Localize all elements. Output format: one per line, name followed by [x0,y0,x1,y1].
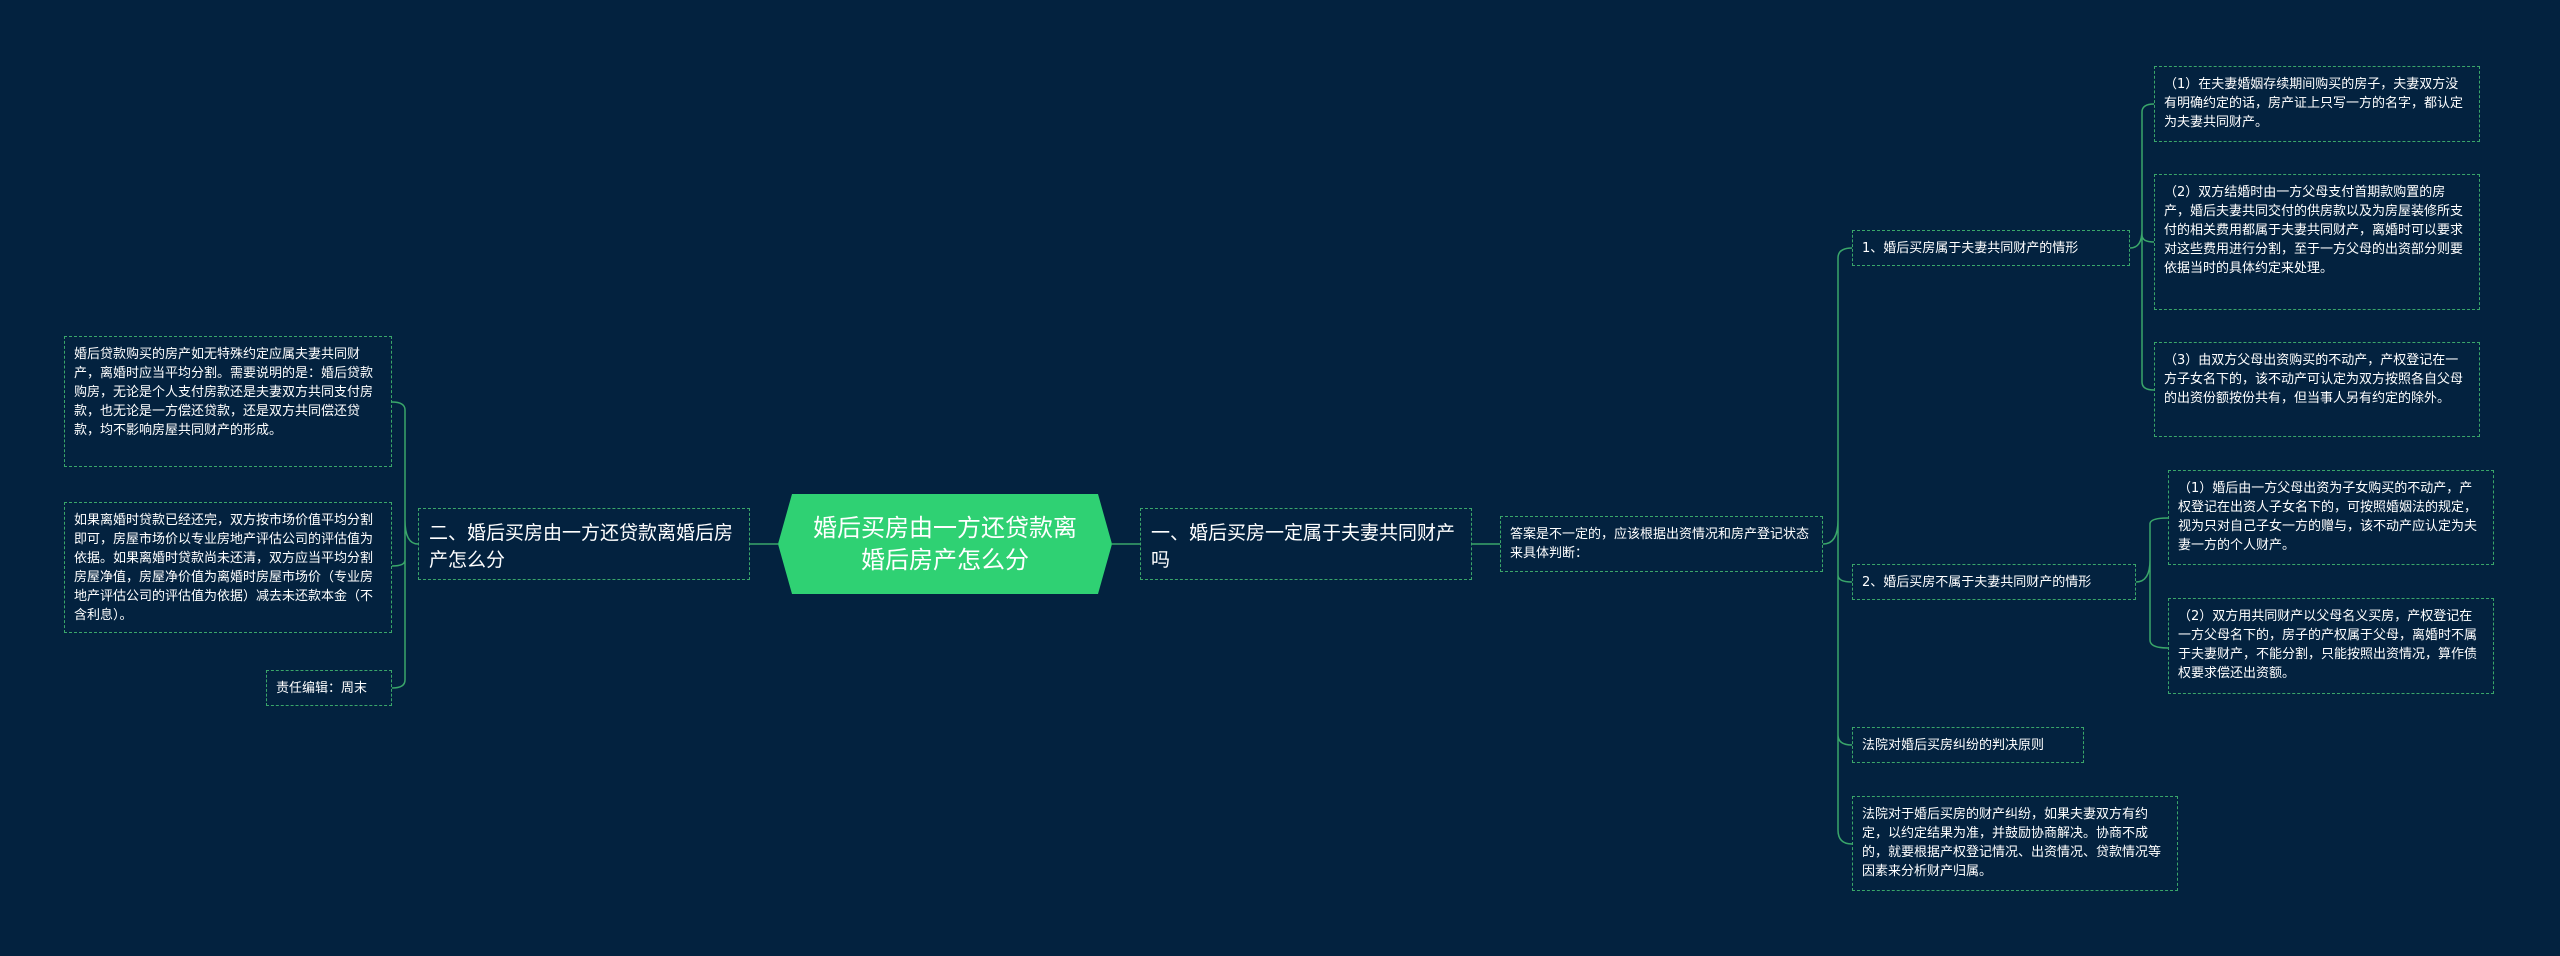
branch-right-label: 一、婚后买房一定属于夫妻共同财产吗 [1151,522,1456,571]
sub2-item-1[interactable]: （1）婚后由一方父母出资为子女购买的不动产，产权登记在出资人子女名下的，可按照婚… [2168,470,2494,565]
court-label: 法院对婚后买房纠纷的判决原则 [1862,738,2045,753]
sub1-item-3[interactable]: （3）由双方父母出资购买的不动产，产权登记在一方子女名下的，该不动产可认定为双方… [2154,342,2480,437]
sub1-node[interactable]: 1、婚后买房属于夫妻共同财产的情形 [1852,230,2130,266]
link-left-notes [391,401,419,689]
answer-text: 答案是不一定的，应该根据出资情况和房产登记状态来具体判断： [1510,527,1810,561]
sub2-node[interactable]: 2、婚后买房不属于夫妻共同财产的情形 [1852,564,2136,600]
sub1-item-2-text: （2）双方结婚时由一方父母支付首期款购置的房产，婚后夫妻共同交付的供房款以及为房… [2164,185,2464,276]
sub1-label: 1、婚后买房属于夫妻共同财产的情形 [1862,241,2079,256]
root-topic[interactable]: 婚后买房由一方还贷款离婚后房产怎么分 [778,494,1112,594]
sub2-item-1-text: （1）婚后由一方父母出资为子女购买的不动产，产权登记在出资人子女名下的，可按照婚… [2178,481,2478,553]
link-answer-subs [1822,247,1853,845]
court-text-node[interactable]: 法院对于婚后买房的财产纠纷，如果夫妻双方有约定，以约定结果为准，并鼓励协商解决。… [1852,796,2178,891]
court-text: 法院对于婚后买房的财产纠纷，如果夫妻双方有约定，以约定结果为准，并鼓励协商解决。… [1862,807,2162,879]
note-left-editor-text: 责任编辑：周末 [276,681,368,696]
sub2-item-2[interactable]: （2）双方用共同财产以父母名义买房，产权登记在一方父母名下的，房子的产权属于父母… [2168,598,2494,694]
branch-left-label: 二、婚后买房由一方还贷款离婚后房产怎么分 [429,522,734,571]
answer-node[interactable]: 答案是不一定的，应该根据出资情况和房产登记状态来具体判断： [1500,516,1823,572]
branch-left[interactable]: 二、婚后买房由一方还贷款离婚后房产怎么分 [418,508,750,580]
sub1-item-1-text: （1）在夫妻婚姻存续期间购买的房子，夫妻双方没有明确约定的话，房产证上只写一方的… [2164,77,2464,130]
sub2-item-2-text: （2）双方用共同财产以父母名义买房，产权登记在一方父母名下的，房子的产权属于父母… [2178,609,2478,681]
note-left-1[interactable]: 婚后贷款购买的房产如无特殊约定应属夫妻共同财产，离婚时应当平均分割。需要说明的是… [64,336,392,467]
sub1-item-3-text: （3）由双方父母出资购买的不动产，产权登记在一方子女名下的，该不动产可认定为双方… [2164,353,2464,406]
court-label-node[interactable]: 法院对婚后买房纠纷的判决原则 [1852,727,2084,763]
link-sub2-items [2135,517,2169,649]
root-title: 婚后买房由一方还贷款离婚后房产怎么分 [813,514,1077,574]
link-sub1-items [2129,103,2155,391]
note-left-editor[interactable]: 责任编辑：周末 [266,670,392,706]
note-left-1-text: 婚后贷款购买的房产如无特殊约定应属夫妻共同财产，离婚时应当平均分割。需要说明的是… [74,347,374,438]
sub1-item-2[interactable]: （2）双方结婚时由一方父母支付首期款购置的房产，婚后夫妻共同交付的供房款以及为房… [2154,174,2480,310]
branch-right[interactable]: 一、婚后买房一定属于夫妻共同财产吗 [1140,508,1472,580]
note-left-2[interactable]: 如果离婚时贷款已经还完，双方按市场价值平均分割即可，房屋市场价以专业房地产评估公… [64,502,392,633]
note-left-2-text: 如果离婚时贷款已经还完，双方按市场价值平均分割即可，房屋市场价以专业房地产评估公… [74,513,374,623]
sub1-item-1[interactable]: （1）在夫妻婚姻存续期间购买的房子，夫妻双方没有明确约定的话，房产证上只写一方的… [2154,66,2480,142]
sub2-label: 2、婚后买房不属于夫妻共同财产的情形 [1862,575,2092,590]
